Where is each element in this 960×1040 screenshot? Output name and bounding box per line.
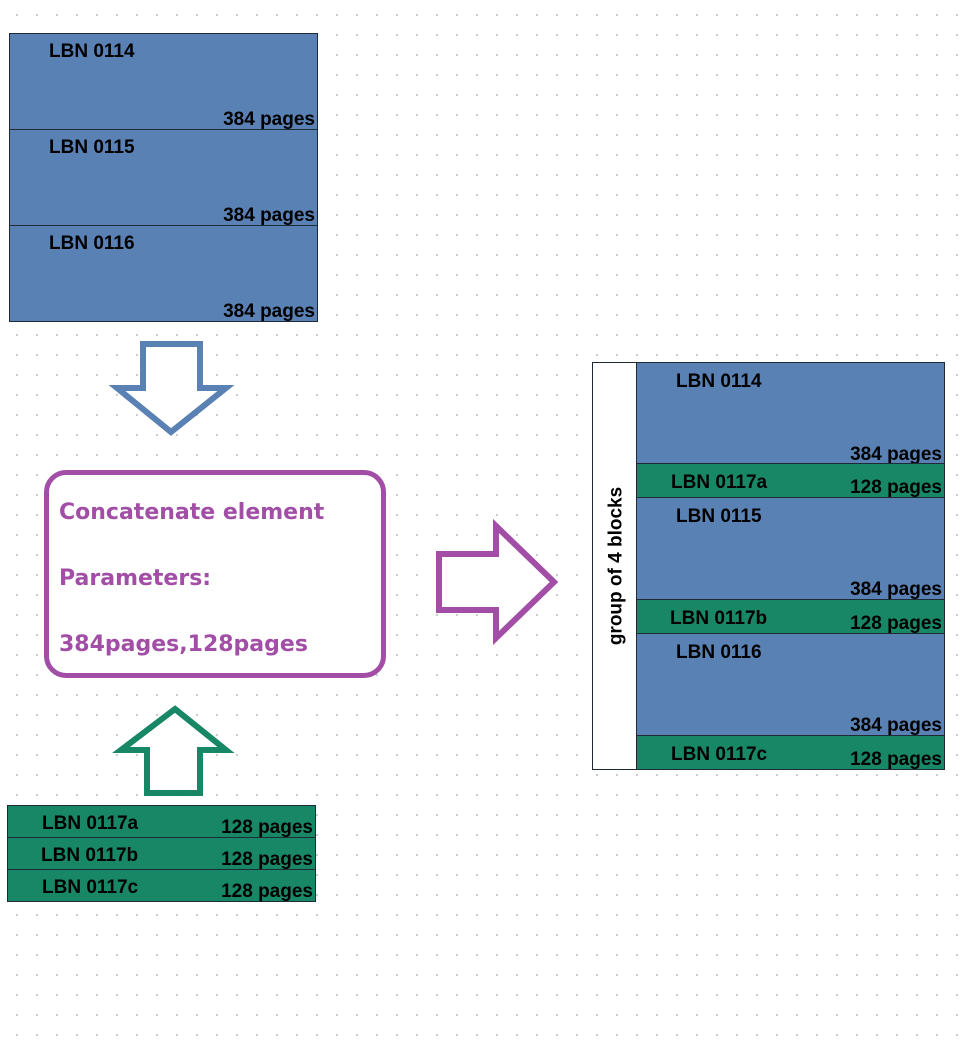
block-lbn-label: LBN 0117a (671, 472, 768, 493)
block-lbn-label: LBN 0114 (49, 41, 135, 62)
result-block-0116: LBN 0116 384 pages (636, 633, 945, 736)
block-pages-label: 128 pages (221, 817, 313, 838)
block-pages-label: 384 pages (223, 205, 315, 226)
result-block-0117c: LBN 0117c 128 pages (636, 735, 945, 770)
small-block-0117b: LBN 0117b 128 pages (7, 837, 316, 870)
concat-params-label: Parameters: (59, 566, 212, 591)
block-pages-label: 384 pages (223, 301, 315, 322)
block-lbn-label: LBN 0115 (49, 137, 135, 158)
source-block-0114: LBN 0114 384 pages (9, 33, 318, 130)
source-block-0115: LBN 0115 384 pages (9, 129, 318, 226)
block-lbn-label: LBN 0117b (41, 845, 139, 866)
small-block-0117c: LBN 0117c 128 pages (7, 869, 316, 902)
source-block-0116: LBN 0116 384 pages (9, 225, 318, 322)
block-pages-label: 128 pages (221, 849, 313, 870)
block-pages-label: 128 pages (221, 881, 313, 902)
block-lbn-label: LBN 0114 (676, 371, 762, 392)
result-block-0117b: LBN 0117b 128 pages (636, 599, 945, 634)
block-pages-label: 384 pages (223, 109, 315, 130)
result-block-0114: LBN 0114 384 pages (636, 362, 945, 464)
block-lbn-label: LBN 0117c (42, 877, 139, 898)
result-block-0115: LBN 0115 384 pages (636, 497, 945, 600)
block-pages-label: 128 pages (850, 613, 942, 634)
concatenate-element-box: Concatenate element Parameters: 384pages… (44, 470, 386, 678)
group-label: group of 4 blocks (605, 486, 627, 646)
block-lbn-label: LBN 0117a (42, 813, 139, 834)
block-pages-label: 128 pages (850, 749, 942, 770)
small-block-0117a: LBN 0117a 128 pages (7, 805, 316, 838)
block-pages-label: 384 pages (850, 444, 942, 465)
block-pages-label: 128 pages (850, 477, 942, 498)
block-lbn-label: LBN 0115 (676, 506, 762, 527)
block-lbn-label: LBN 0117b (670, 608, 768, 629)
result-block-0117a: LBN 0117a 128 pages (636, 463, 945, 498)
block-lbn-label: LBN 0116 (676, 642, 762, 663)
concat-title: Concatenate element (59, 500, 325, 525)
up-arrow-icon (112, 705, 235, 796)
block-lbn-label: LBN 0116 (49, 233, 135, 254)
right-arrow-icon (436, 518, 559, 646)
concat-params-value: 384pages,128pages (59, 632, 308, 657)
block-lbn-label: LBN 0117c (671, 744, 768, 765)
block-pages-label: 384 pages (850, 579, 942, 600)
block-pages-label: 384 pages (850, 715, 942, 736)
down-arrow-icon (108, 341, 235, 436)
